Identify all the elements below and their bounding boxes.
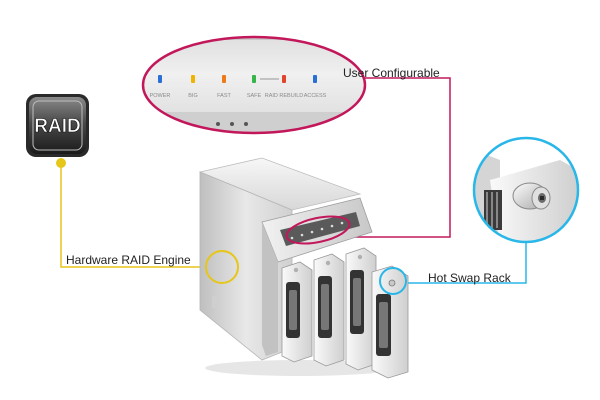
lock-icon xyxy=(512,182,551,210)
hardware-raid-line xyxy=(60,163,207,268)
hot-swap-line xyxy=(405,242,527,284)
led-label: SAFE xyxy=(247,93,262,99)
drive-tray-hot-swap xyxy=(371,265,409,379)
hardware-raid-engine-label: Hardware RAID Engine xyxy=(66,253,191,267)
front-led-strip xyxy=(290,221,344,240)
drive-tray xyxy=(281,261,313,363)
drive-tray xyxy=(345,247,377,371)
led-power: POWER xyxy=(150,75,171,99)
drive-tray xyxy=(313,253,345,367)
hot-swap-zoom xyxy=(472,136,580,244)
led-access: ACCESS xyxy=(304,75,327,99)
led-label: BIG xyxy=(188,93,197,99)
led-fast: FAST xyxy=(217,75,232,99)
raid-badge: RAID xyxy=(26,94,89,168)
led-label: ACCESS xyxy=(304,93,327,99)
led-indicators: POWER BIG FAST SAFE RAID REBUILD xyxy=(150,75,327,99)
raid-engine-highlight xyxy=(205,250,239,284)
led-big: BIG xyxy=(188,75,198,99)
user-configurable-line xyxy=(340,77,451,238)
led-raid-rebuild: RAID REBUILD xyxy=(265,75,304,99)
hot-swap-highlight xyxy=(379,267,407,295)
hardware-raid-dot xyxy=(56,158,66,168)
raid-badge-text: RAID xyxy=(34,116,80,137)
led-panel-zoom: POWER BIG FAST SAFE RAID REBUILD xyxy=(141,35,367,135)
callout-lines xyxy=(60,77,527,284)
hot-swap-rack-label: Hot Swap Rack xyxy=(428,271,511,285)
user-configurable-label: User Configurable xyxy=(343,66,440,80)
led-area-highlight xyxy=(285,215,351,245)
led-safe: SAFE xyxy=(247,75,262,99)
led-label: RAID REBUILD xyxy=(265,93,304,99)
led-label: FAST xyxy=(217,93,231,99)
nas-enclosure xyxy=(198,157,409,379)
led-label: POWER xyxy=(150,93,171,99)
